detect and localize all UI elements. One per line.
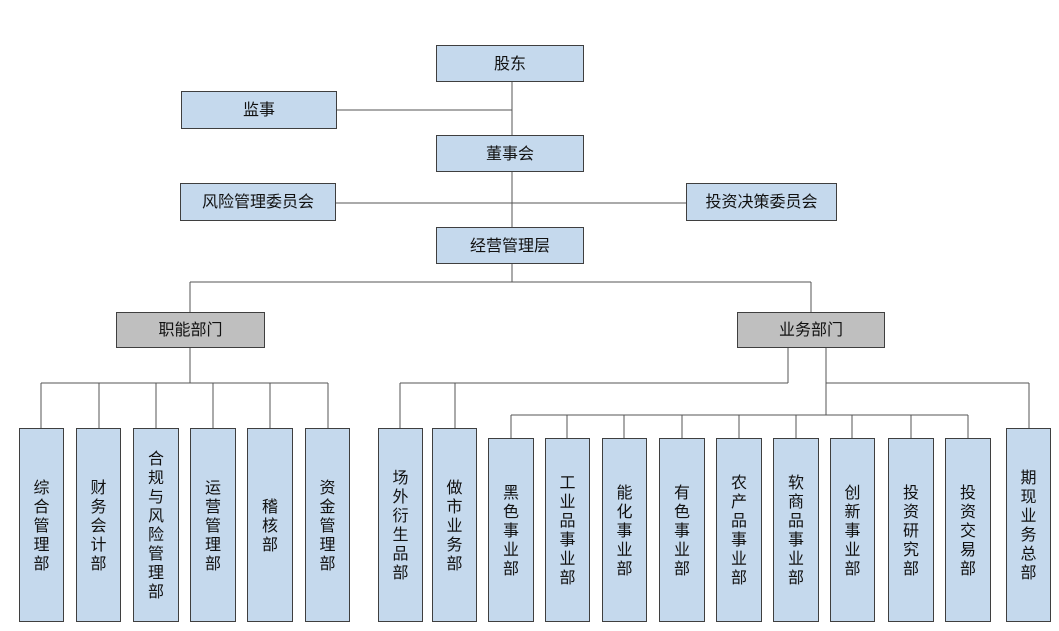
dept-label: 场外衍生品部	[392, 468, 409, 582]
business-unit-label: 软商品事业部	[788, 473, 805, 587]
functional-dept-node: 职能部门	[116, 312, 265, 348]
management-label: 经营管理层	[469, 235, 550, 255]
dept-node: 综合管理部	[19, 428, 64, 622]
board-node: 董事会	[436, 135, 584, 172]
risk-committee-node: 风险管理委员会	[180, 183, 336, 221]
dept-label: 资金管理部	[319, 477, 336, 573]
business-dept-node: 业务部门	[737, 312, 885, 348]
business-unit-node: 能化事业部	[602, 438, 647, 622]
business-unit-label: 投资交易部	[960, 482, 977, 578]
dept-node: 期现业务总部	[1006, 428, 1051, 622]
investment-committee-label: 投资决策委员会	[705, 192, 818, 211]
business-unit-node: 软商品事业部	[773, 438, 819, 622]
risk-committee-label: 风险管理委员会	[201, 192, 314, 211]
dept-node: 财务会计部	[76, 428, 121, 622]
business-unit-node: 有色事业部	[659, 438, 705, 622]
business-unit-label: 黑色事业部	[503, 482, 520, 578]
supervisor-label: 监事	[242, 100, 275, 119]
dept-node: 合规与风险管理部	[133, 428, 179, 622]
investment-committee-node: 投资决策委员会	[686, 183, 837, 221]
dept-label: 运营管理部	[205, 477, 222, 573]
management-node: 经营管理层	[436, 227, 584, 264]
dept-label: 稽核部	[262, 496, 279, 554]
business-unit-label: 工业品事业部	[559, 473, 576, 587]
business-unit-label: 农产品事业部	[731, 473, 748, 587]
supervisor-node: 监事	[181, 91, 337, 129]
dept-node: 稽核部	[247, 428, 293, 622]
shareholders-node: 股东	[436, 45, 584, 82]
business-unit-label: 投资研究部	[903, 482, 920, 578]
business-unit-label: 能化事业部	[616, 482, 633, 578]
shareholders-label: 股东	[493, 53, 526, 73]
functional-dept-label: 职能部门	[158, 320, 223, 339]
dept-node: 资金管理部	[305, 428, 350, 622]
dept-label: 合规与风险管理部	[148, 449, 165, 601]
dept-node: 做市业务部	[432, 428, 477, 622]
dept-label: 综合管理部	[33, 477, 50, 573]
business-unit-node: 投资交易部	[945, 438, 991, 622]
business-dept-label: 业务部门	[778, 320, 843, 339]
business-unit-node: 投资研究部	[888, 438, 934, 622]
dept-node: 运营管理部	[190, 428, 236, 622]
business-unit-node: 工业品事业部	[545, 438, 590, 622]
business-unit-label: 创新事业部	[844, 482, 861, 578]
business-unit-node: 农产品事业部	[716, 438, 762, 622]
business-unit-label: 有色事业部	[674, 482, 691, 578]
dept-label: 期现业务总部	[1020, 468, 1037, 582]
business-unit-node: 创新事业部	[830, 438, 875, 622]
dept-label: 财务会计部	[90, 477, 107, 573]
business-unit-node: 黑色事业部	[488, 438, 534, 622]
dept-label: 做市业务部	[446, 477, 463, 573]
dept-node: 场外衍生品部	[378, 428, 423, 622]
board-label: 董事会	[485, 143, 534, 163]
